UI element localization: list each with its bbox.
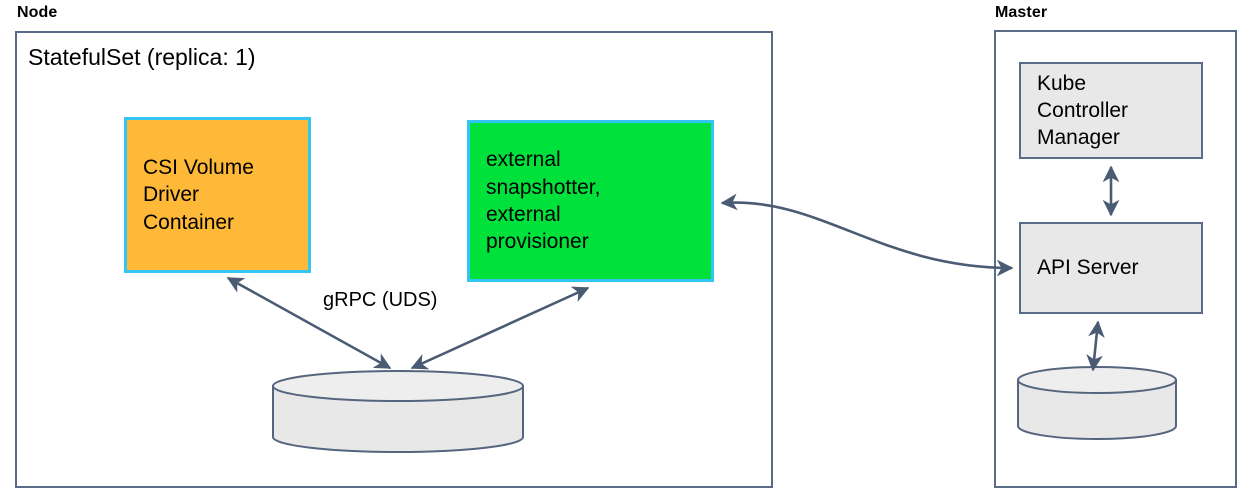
csi-volume-driver-container-text: CSI Volume Driver Container	[127, 154, 254, 236]
api-server-line-1: API Server	[1037, 256, 1139, 280]
grpc-uds-edge-label: gRPC (UDS)	[323, 289, 438, 311]
ext-line-4: provisioner	[486, 230, 589, 254]
external-snapshotter-provisioner-box[interactable]: external snapshotter, external provision…	[467, 120, 714, 282]
csi-volume-driver-container-box[interactable]: CSI Volume Driver Container	[124, 117, 311, 273]
api-server-text: API Server	[1021, 254, 1139, 281]
api-server-box[interactable]: API Server	[1019, 222, 1203, 314]
node-group-label: Node	[17, 4, 58, 21]
etcd-label: etcd	[1037, 396, 1075, 418]
kcm-line-3: Manager	[1037, 126, 1120, 150]
ext-line-2: snapshotter,	[486, 175, 601, 199]
external-snapshotter-provisioner-text: external snapshotter, external provision…	[470, 146, 600, 255]
master-group-label: Master	[995, 4, 1048, 21]
statefulset-title: StatefulSet (replica: 1)	[28, 44, 256, 70]
csi-line-3: Container	[143, 210, 235, 234]
csi-line-2: Driver	[143, 183, 199, 207]
csi-line-1: CSI Volume	[143, 156, 254, 180]
emptydir-volume-label: EmptyDir Volume	[291, 405, 446, 427]
ext-line-1: external	[486, 148, 561, 172]
kcm-line-1: Kube	[1037, 71, 1087, 95]
kcm-line-2: Controller	[1037, 98, 1129, 122]
kube-controller-manager-text: Kube Controller Manager	[1021, 70, 1128, 152]
ext-line-3: external	[486, 203, 561, 226]
kube-controller-manager-box[interactable]: Kube Controller Manager	[1019, 62, 1203, 159]
